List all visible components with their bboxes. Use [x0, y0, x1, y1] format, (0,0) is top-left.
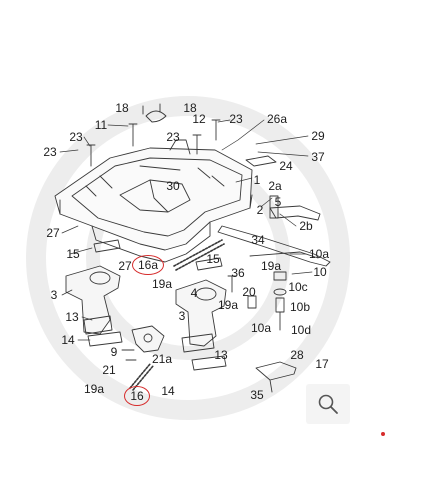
part-label-19a_b: 19a — [83, 382, 105, 396]
bolts — [86, 103, 221, 167]
part-label-21a: 21a — [151, 352, 173, 366]
part-label-21: 21 — [102, 363, 116, 377]
bearing-bracket-right — [175, 257, 227, 371]
part-label-3a: 3 — [50, 288, 58, 302]
wear-strip — [245, 155, 277, 167]
part-label-30: 30 — [166, 179, 180, 193]
coupling-plate — [54, 139, 253, 263]
fasteners-right — [227, 271, 287, 331]
leader-lines — [59, 119, 313, 341]
part-label-27b: 27 — [118, 259, 132, 273]
part-label-37: 37 — [311, 150, 325, 164]
part-label-23d: 23 — [43, 145, 57, 159]
part-label-11: 11 — [94, 118, 108, 132]
part-label-10b: 10b — [289, 300, 311, 314]
part-label-12: 12 — [192, 112, 206, 126]
part-label-13b: 13 — [214, 348, 228, 362]
part-label-29: 29 — [311, 129, 325, 143]
part-label-27a: 27 — [46, 226, 60, 240]
part-label-34: 34 — [251, 233, 265, 247]
part-label-35: 35 — [250, 388, 264, 402]
part-label-10a_mid: 10a — [250, 321, 272, 335]
part-label-10d: 10d — [290, 323, 312, 337]
part-label-19a_r: 19a — [260, 259, 282, 273]
release-lever — [217, 195, 331, 267]
part-label-13a: 13 — [65, 310, 79, 324]
highlight-circle-16a — [132, 255, 164, 275]
part-label-23c: 23 — [69, 130, 83, 144]
part-label-9: 9 — [110, 345, 118, 359]
part-label-5: 5 — [274, 195, 282, 209]
part-label-2a: 2a — [268, 179, 282, 193]
part-label-17: 17 — [315, 357, 329, 371]
part-label-19a_m: 19a — [151, 277, 173, 291]
part-label-10c: 10c — [288, 280, 308, 294]
part-label-26a: 26a — [266, 112, 288, 126]
part-label-14b: 14 — [161, 384, 175, 398]
part-label-23b: 23 — [166, 130, 180, 144]
part-label-24: 24 — [279, 159, 293, 173]
part-label-2: 2 — [256, 203, 264, 217]
bearing-bracket-left — [65, 239, 123, 347]
clamp-plate — [255, 361, 297, 393]
part-label-18a: 18 — [115, 101, 129, 115]
part-label-4: 4 — [190, 286, 198, 300]
part-label-10a_top: 10a — [308, 247, 330, 261]
zoom-button[interactable] — [306, 384, 350, 424]
part-label-3b: 3 — [178, 309, 186, 323]
part-label-20: 20 — [242, 285, 256, 299]
part-label-28: 28 — [290, 348, 304, 362]
magnifier-icon — [318, 394, 338, 414]
part-label-10: 10 — [313, 265, 327, 279]
part-label-36: 36 — [231, 266, 245, 280]
lock-jaw — [121, 325, 165, 361]
part-label-15b: 15 — [206, 252, 220, 266]
part-label-1: 1 — [253, 173, 261, 187]
part-label-2b: 2b — [299, 219, 313, 233]
part-label-19a_c: 19a — [217, 298, 239, 312]
part-label-18b: 18 — [183, 101, 197, 115]
marker-dot — [381, 432, 385, 436]
part-label-15a: 15 — [66, 247, 80, 261]
part-label-23a: 23 — [229, 112, 243, 126]
part-label-14a: 14 — [61, 333, 75, 347]
highlight-circle-16 — [124, 386, 150, 406]
